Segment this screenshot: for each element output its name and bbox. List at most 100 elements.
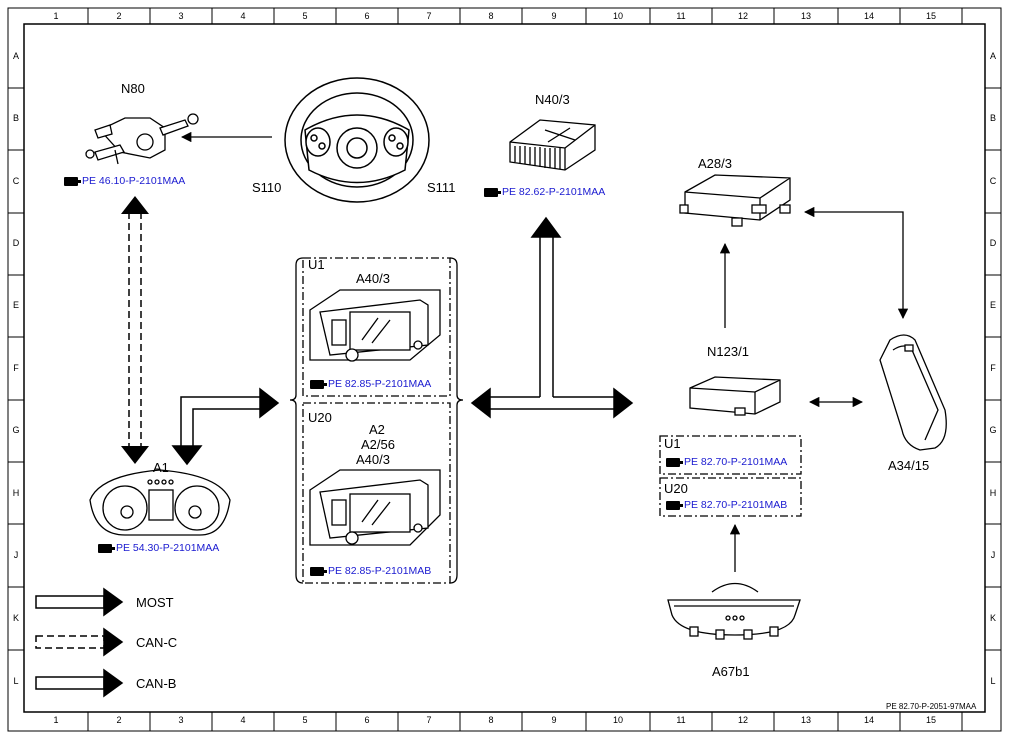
grid-col-8: 8 [488, 715, 494, 725]
grid-col-6: 6 [364, 715, 370, 725]
reference-text: PE 82.70-P-2101MAA [684, 456, 788, 468]
grid-row-c: C [989, 176, 997, 186]
grid-col-15: 15 [925, 715, 936, 725]
reference-text: PE 54.30-P-2101MAA [116, 542, 220, 554]
steering-column-module-icon [85, 113, 199, 165]
rearview-mirror-icon [667, 582, 801, 640]
pointing-hand-icon [666, 500, 683, 510]
reference-link-u1-right[interactable]: PE 82.70-P-2101MAA [666, 456, 787, 468]
grid-col-11: 11 [676, 11, 686, 21]
grid-col-12: 12 [737, 715, 748, 725]
pointing-hand-icon [64, 176, 81, 186]
legend-most-arrow [35, 587, 124, 617]
head-unit-icon [309, 469, 441, 546]
instrument-cluster-icon [89, 469, 231, 536]
reference-link-a1[interactable]: PE 54.30-P-2101MAA [98, 542, 219, 554]
grid-row-f: F [990, 363, 996, 373]
grid-col-10: 10 [612, 715, 623, 725]
grid-row-g: G [12, 425, 20, 435]
grid-col-10: 10 [612, 11, 623, 21]
label-n40-3: N40/3 [535, 92, 570, 107]
grid-row-h: H [12, 488, 20, 498]
connection-a28-a34 [803, 206, 909, 320]
steering-wheel-icon [284, 77, 430, 203]
reference-link-a40-3-top[interactable]: PE 82.85-P-2101MAA [310, 378, 431, 390]
pointing-hand-icon [666, 457, 683, 467]
grid-row-b: B [12, 113, 19, 123]
grid-col-15: 15 [925, 11, 936, 21]
grid-col-13: 13 [800, 715, 811, 725]
communication-module-icon [689, 376, 781, 416]
grid-col-9: 9 [551, 11, 557, 21]
grid-row-l: L [990, 676, 996, 686]
reference-link-n80[interactable]: PE 46.10-P-2101MAA [64, 175, 185, 187]
grid-row-k: K [12, 613, 19, 623]
grid-ticks [8, 8, 1001, 731]
pointing-hand-icon [310, 566, 327, 576]
reference-text: PE 82.85-P-2101MAA [328, 378, 432, 390]
amplifier-icon [509, 119, 596, 171]
grid-col-2: 2 [116, 11, 122, 21]
reference-text: PE 82.62-P-2101MAA [502, 186, 606, 198]
head-unit-icon [309, 289, 441, 362]
legend-can-b-label: CAN-B [136, 676, 177, 691]
grid-row-j: J [990, 550, 996, 560]
label-s111: S111 [427, 180, 456, 195]
connection-can-c-n80-a1 [121, 196, 149, 464]
label-a34-15: A34/15 [888, 458, 930, 473]
label-a40-3-top: A40/3 [356, 271, 390, 286]
grid-col-9: 9 [551, 715, 557, 725]
label-u20-right: U20 [664, 481, 688, 496]
pointing-hand-icon [310, 379, 327, 389]
legend-can-c-arrow [35, 627, 124, 657]
grid-col-12: 12 [737, 11, 748, 21]
reference-text: PE 82.85-P-2101MAB [328, 565, 432, 577]
phone-cradle-icon [879, 334, 947, 451]
grid-col-5: 5 [302, 11, 308, 21]
legend-can-c-label: CAN-C [136, 635, 178, 650]
brace-marks [289, 257, 464, 584]
grid-col-2: 2 [116, 715, 122, 725]
reference-link-n40-3[interactable]: PE 82.62-P-2101MAA [484, 186, 605, 198]
telephone-control-unit-icon [679, 174, 791, 227]
label-a67b1: A67b1 [712, 664, 750, 679]
grid-col-14: 14 [863, 715, 874, 725]
grid-col-4: 4 [240, 11, 246, 21]
label-a2-56: A2/56 [361, 437, 395, 452]
grid-col-7: 7 [426, 11, 432, 21]
grid-col-8: 8 [488, 11, 494, 21]
legend-most-label: MOST [136, 595, 174, 610]
grid-row-b: B [989, 113, 996, 123]
grid-col-7: 7 [426, 715, 432, 725]
grid-row-h: H [989, 488, 997, 498]
label-n80: N80 [121, 81, 145, 96]
frame [7, 7, 1002, 732]
grid-col-11: 11 [676, 715, 686, 725]
grid-row-e: E [12, 300, 19, 310]
pointing-hand-icon [484, 187, 501, 197]
connection-most-bus [470, 216, 634, 419]
label-u1-right: U1 [664, 436, 681, 451]
reference-link-u20-right[interactable]: PE 82.70-P-2101MAB [666, 499, 787, 511]
grid-col-3: 3 [178, 11, 184, 21]
label-a2: A2 [369, 422, 385, 437]
grid-col-1: 1 [53, 715, 59, 725]
grid-row-l: L [13, 676, 19, 686]
legend-can-b-arrow [35, 668, 124, 698]
grid-col-3: 3 [178, 715, 184, 725]
grid-row-f: F [13, 363, 19, 373]
reference-link-a40-3-mid[interactable]: PE 82.85-P-2101MAB [310, 565, 431, 577]
label-n123-1: N123/1 [707, 344, 749, 359]
reference-text: PE 82.70-P-2101MAB [684, 499, 788, 511]
label-u1-top: U1 [308, 257, 325, 272]
grid-row-k: K [989, 613, 996, 623]
reference-text: PE 46.10-P-2101MAA [82, 175, 186, 187]
grid-row-d: D [989, 238, 997, 248]
grid-row-a: A [989, 51, 996, 61]
grid-row-g: G [989, 425, 997, 435]
connection-can-b-a1-headunit [171, 387, 280, 466]
label-u20-mid: U20 [308, 410, 332, 425]
grid-col-14: 14 [863, 11, 874, 21]
grid-col-6: 6 [364, 11, 370, 21]
